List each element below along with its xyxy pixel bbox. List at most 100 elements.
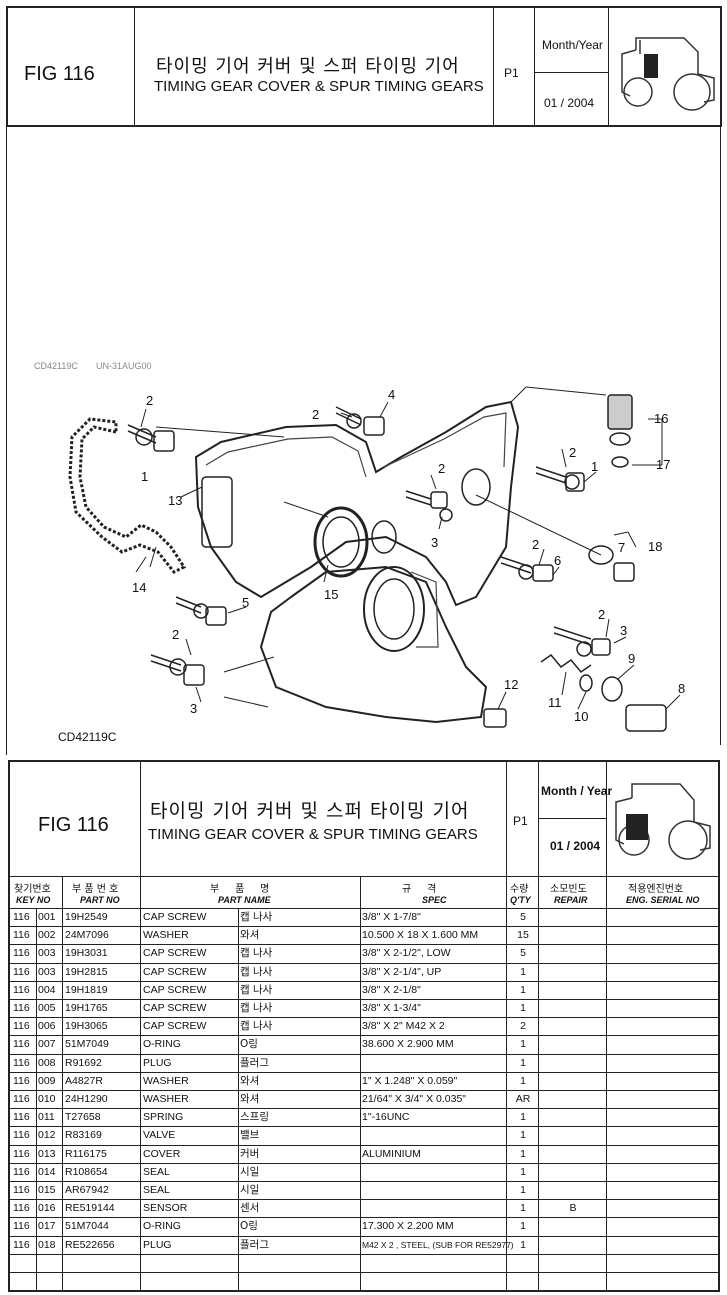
- cell-fig: 116: [13, 1202, 30, 1215]
- row-divider: [10, 1217, 718, 1219]
- callout-18: 18: [648, 539, 662, 554]
- cell-spec: 1"-16UNC: [362, 1111, 410, 1124]
- cell-fig: 116: [13, 1238, 30, 1251]
- cell-part: 19H1765: [65, 1002, 108, 1014]
- cell-key: 008: [38, 1056, 56, 1069]
- tractor-icon: [621, 37, 715, 111]
- cell-part: AR67942: [65, 1184, 109, 1196]
- cell-name-ko: 커버: [240, 1147, 260, 1160]
- cell-spec: 21/64" X 3/4" X 0.035": [362, 1093, 467, 1105]
- callout-8: 8: [678, 681, 685, 696]
- cell-name-ko: 시일: [240, 1165, 260, 1178]
- cell-repair: [540, 1017, 606, 1035]
- cell-name-ko: 와셔: [240, 1074, 260, 1087]
- cell-name: WASHER: [143, 1074, 189, 1087]
- cell-fig: 116: [13, 1184, 30, 1196]
- cell-part: 19H2815: [65, 965, 108, 978]
- header-divider: [493, 8, 494, 125]
- cell-key: 003: [38, 947, 56, 960]
- top-header: FIG 116 타이밍 기어 커버 및 스퍼 타이밍 기어 TIMING GEA…: [6, 6, 722, 127]
- cell-qty: 1: [520, 965, 526, 978]
- cell-part: 19H3031: [65, 947, 108, 960]
- cell-name: SPRING: [143, 1111, 184, 1124]
- cell-name: CAP SCREW: [143, 983, 207, 996]
- month-year-label: Month/Year: [542, 38, 603, 52]
- row-divider: [10, 962, 718, 964]
- cell-name-ko: 캡 나사: [240, 983, 273, 996]
- cell-fig: 116: [13, 965, 30, 978]
- cell-repair: [540, 1090, 606, 1108]
- row-divider: [10, 1090, 718, 1091]
- callout-2: 2: [569, 445, 576, 460]
- cell-fig: 116: [13, 1165, 30, 1178]
- row-divider: [10, 1272, 718, 1273]
- cell-repair: [540, 926, 606, 944]
- table-title-korean: 타이밍 기어 커버 및 스퍼 타이밍 기어: [150, 800, 470, 822]
- cell-qty: 1: [520, 1238, 526, 1251]
- cell-name: SENSOR: [143, 1202, 188, 1215]
- cell-name: CAP SCREW: [143, 1020, 207, 1033]
- row-divider: [10, 1126, 718, 1128]
- row-divider: [10, 1181, 718, 1182]
- table-revision-date: 01 / 2004: [550, 839, 601, 853]
- gasket-shape: [68, 417, 187, 574]
- cell-key: 011: [38, 1111, 55, 1124]
- cell-name-ko: 캡 나사: [240, 1020, 273, 1033]
- column-line: [238, 908, 239, 1290]
- callout-1: 1: [141, 469, 148, 484]
- column-line: [360, 876, 361, 1290]
- callout-2: 2: [146, 393, 153, 408]
- callout-7: 7: [618, 540, 625, 555]
- callout-3: 3: [431, 535, 438, 550]
- cell-fig: 116: [13, 1093, 30, 1105]
- cell-fig: 116: [13, 1220, 30, 1233]
- seal-15: [313, 506, 397, 578]
- callout-4: 4: [388, 387, 395, 402]
- cell-repair: [540, 1035, 606, 1053]
- cell-name-ko: 캡 나사: [240, 1002, 273, 1014]
- row-divider: [10, 1199, 718, 1201]
- cell-name-ko: 캡 나사: [240, 947, 273, 960]
- cell-fig: 116: [13, 1147, 30, 1160]
- cell-qty: 1: [520, 1002, 526, 1014]
- cell-qty: 1: [520, 1111, 526, 1124]
- cell-name-ko: 시일: [240, 1184, 260, 1196]
- cell-name: O-RING: [143, 1220, 181, 1233]
- cell-fig: 116: [13, 1129, 30, 1142]
- cell-qty: 1: [520, 1147, 526, 1160]
- header-divider: [140, 762, 141, 876]
- cell-part: R116175: [65, 1147, 107, 1160]
- cell-repair: [540, 1126, 606, 1144]
- cell-qty: 5: [520, 947, 526, 960]
- cell-part: 19H3065: [65, 1020, 108, 1033]
- cell-name: WASHER: [143, 929, 189, 942]
- row-divider: [10, 1017, 718, 1019]
- cell-key: 002: [38, 929, 56, 942]
- cell-spec: 3/8" X 2-1/2", LOW: [362, 947, 451, 960]
- front-housing-shape: [259, 565, 488, 724]
- cell-part: R108654: [65, 1165, 108, 1178]
- cell-name: WASHER: [143, 1093, 189, 1105]
- cell-repair: [540, 1054, 606, 1072]
- cell-key: 016: [38, 1202, 56, 1215]
- cell-part: 51M7049: [65, 1038, 109, 1051]
- cell-part: A4827R: [65, 1074, 103, 1087]
- column-header-divider: [10, 908, 718, 909]
- cell-name-ko: O링: [240, 1220, 258, 1233]
- cell-key: 004: [38, 983, 56, 996]
- cell-key: 014: [38, 1165, 56, 1178]
- cell-name-ko: 센서: [240, 1202, 260, 1215]
- cell-name-ko: O링: [240, 1038, 258, 1051]
- cell-spec: M42 X 2 , STEEL, (SUB FOR RE52977): [362, 1239, 514, 1250]
- row-divider: [10, 926, 718, 928]
- cell-spec: 3/8" X 2-1/4", UP: [362, 965, 442, 978]
- cell-key: 006: [38, 1020, 56, 1033]
- cell-name: CAP SCREW: [143, 1002, 207, 1014]
- col-part-ko: 부 품 번 호: [72, 884, 119, 895]
- table-month-year-label: Month / Year: [541, 784, 613, 798]
- cell-spec: 10.500 X 18 X 1.600 MM: [362, 929, 479, 942]
- col-serial-ko: 적용엔진번호: [628, 884, 684, 895]
- cell-spec: 1" X 1.248" X 0.059": [362, 1074, 458, 1087]
- callout-11: 11: [548, 695, 562, 710]
